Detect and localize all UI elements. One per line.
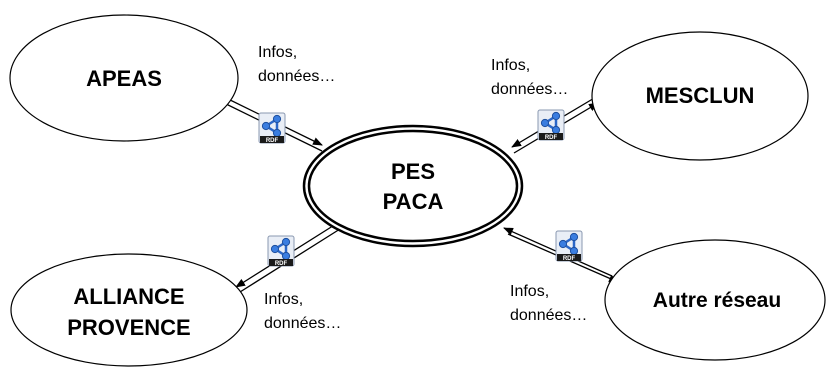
edge-label-alliance-line2: données… xyxy=(264,315,341,332)
node-alliance xyxy=(10,253,248,367)
rdf-icon: RDF xyxy=(257,111,287,145)
svg-text:RDF: RDF xyxy=(563,256,576,262)
node-center-label-line1: PES xyxy=(391,159,435,184)
edge-label-apeas-line2: données… xyxy=(258,68,335,85)
node-mesclun-label: MESCLUN xyxy=(646,83,755,108)
rdf-icon: RDF xyxy=(266,234,296,268)
edge-label-mesclun-line1: Infos, xyxy=(491,57,530,74)
rdf-icon: RDF xyxy=(554,229,584,263)
edge-label-mesclun-line2: données… xyxy=(491,81,568,98)
rdf-icon: RDF xyxy=(536,108,566,142)
svg-text:RDF: RDF xyxy=(545,135,558,141)
svg-text:RDF: RDF xyxy=(275,261,288,267)
edge-label-autre-line2: données… xyxy=(510,307,587,324)
node-autre xyxy=(604,239,826,361)
node-center xyxy=(302,124,524,248)
node-autre-label: Autre réseau xyxy=(653,289,781,312)
node-apeas-label: APEAS xyxy=(86,66,162,91)
node-apeas xyxy=(9,14,239,142)
node-center-label-line2: PACA xyxy=(383,189,444,214)
edge-label-autre-line1: Infos, xyxy=(510,283,549,300)
edge-label-alliance-line1: Infos, xyxy=(264,291,303,308)
node-alliance-label-line2: PROVENCE xyxy=(67,315,190,340)
svg-text:RDF: RDF xyxy=(266,138,279,144)
edge-label-apeas-line1: Infos, xyxy=(258,44,297,61)
node-center-inner-ring xyxy=(307,129,519,243)
node-alliance-label-line1: ALLIANCE xyxy=(73,284,184,309)
node-mesclun xyxy=(591,31,809,161)
